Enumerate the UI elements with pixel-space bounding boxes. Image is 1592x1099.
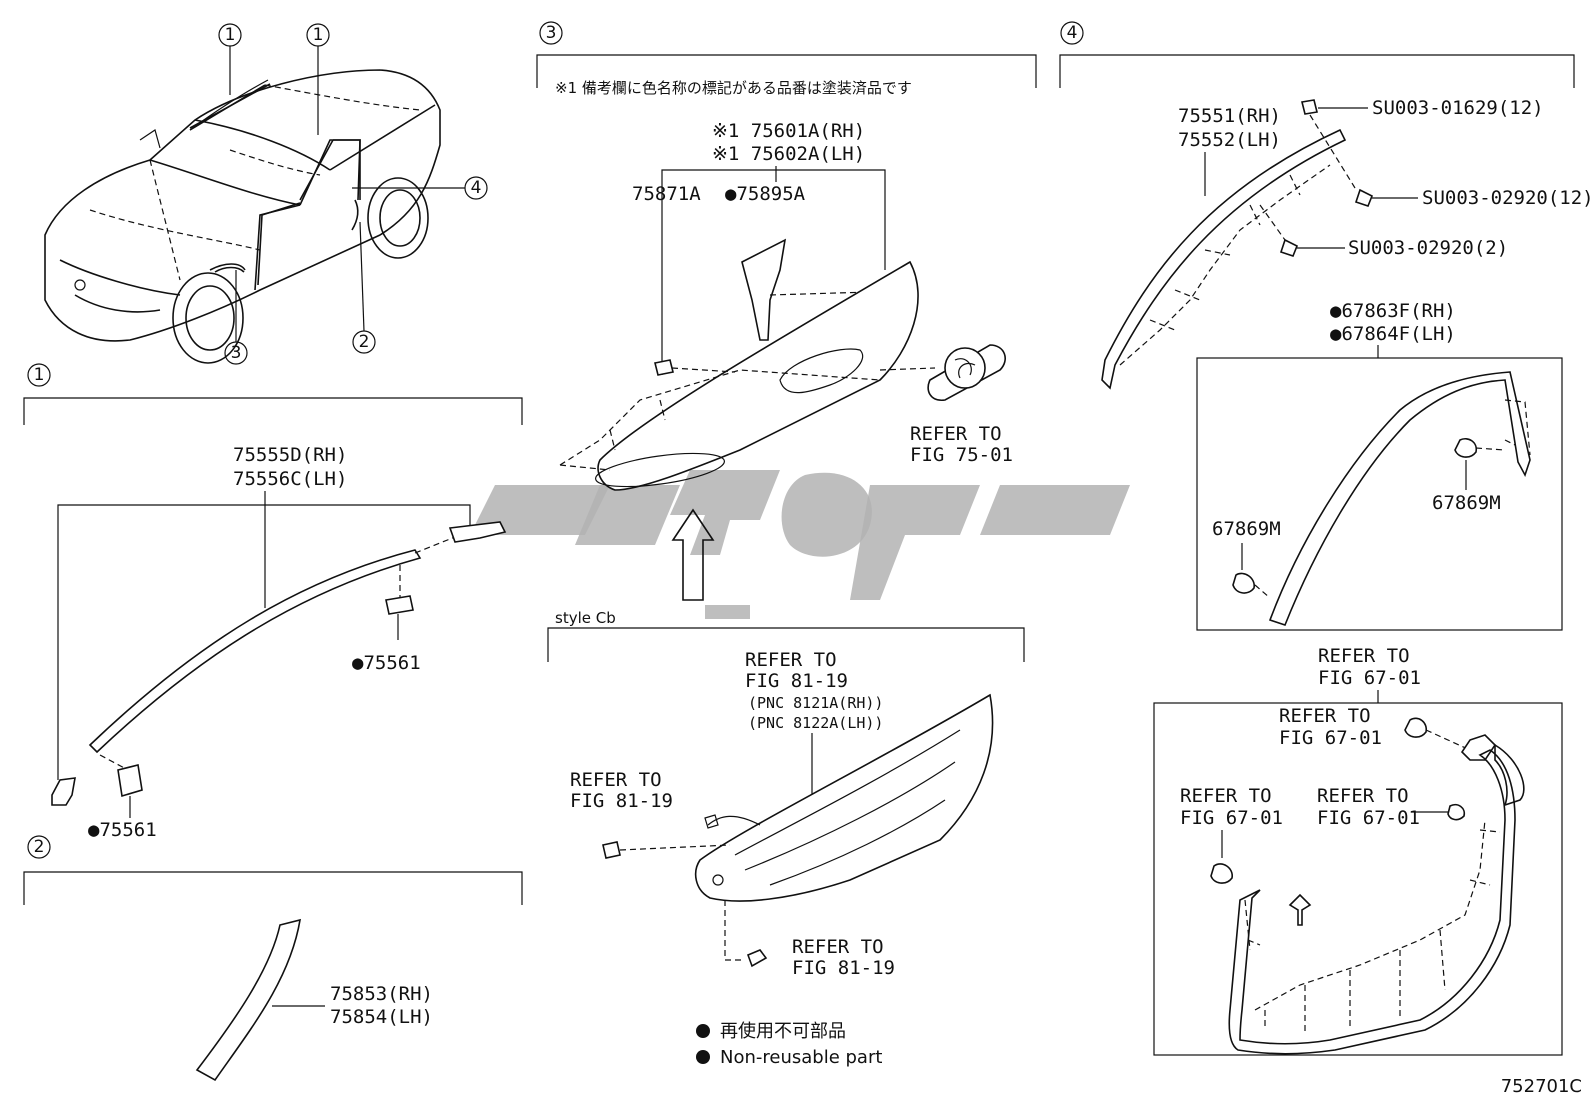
section-3-pnc-rh: (PNC 8121A(RH)) (748, 694, 883, 712)
clip-door-seal-left (1210, 863, 1233, 884)
section-2-part-lh: 75854(LH) (330, 1006, 433, 1028)
callout-4-car: 4 (471, 178, 482, 198)
note-painted-parts: ※1 備考欄に色名称の標記がある品番は塗装済品です (555, 79, 912, 97)
section-3-fender-ornament: 3 ※1 備考欄に色名称の標記がある品番は塗装済品です ※1 75601A(RH… (536, 21, 1037, 979)
section-3-fig-81a: FIG 81-19 (745, 670, 848, 692)
section-2-part-rh: 75853(RH) (330, 983, 433, 1005)
up-arrow (671, 508, 715, 601)
section-1-roof-molding: 1 75555D(RH) 75556C(LH) ●75561 ●75561 (23, 363, 523, 841)
screw-su003-02920-a (1354, 188, 1374, 207)
door-seal-bracket (1460, 734, 1497, 761)
clip-door-seal-center (1288, 893, 1312, 926)
section-4-fig-d: FIG 67-01 (1317, 807, 1420, 829)
section-4-part-lh: 75552(LH) (1178, 129, 1281, 151)
section-4-screw1: SU003-01629(12) (1372, 97, 1544, 119)
clip-75561-bottom (117, 764, 143, 798)
section-3-part-b: ●75895A (725, 183, 806, 205)
section-4-refer-b: REFER TO (1279, 705, 1371, 727)
section-3-part-rh: ※1 75601A(RH) (712, 120, 865, 142)
car-callouts: 1 1 4 3 2 (218, 23, 488, 365)
callout-3-car: 3 (231, 343, 242, 363)
section-3-part-lh: ※1 75602A(LH) (712, 143, 865, 165)
legend-jp: 再使用不可部品 (720, 1021, 846, 1042)
section-4-callout: 4 (1067, 23, 1078, 43)
section-3-callout: 3 (546, 23, 557, 43)
car-overview-drawing (44, 69, 441, 364)
end-piece-part (51, 777, 76, 806)
section-3-pnc-lh: (PNC 8122A(LH)) (748, 714, 883, 732)
section-3-refer-81a: REFER TO (745, 649, 837, 671)
section-4-refer-c: REFER TO (1180, 785, 1272, 807)
clip-67869m-left (1232, 572, 1255, 594)
section-4-refer-d: REFER TO (1317, 785, 1409, 807)
clip-door-seal-right (1447, 803, 1466, 821)
section-4-weather-rh: ●67863F(RH) (1330, 300, 1456, 322)
lamp-screw (746, 949, 768, 968)
section-4-weather-lh: ●67864F(LH) (1330, 323, 1456, 345)
section-4-fig-b: FIG 67-01 (1279, 727, 1382, 749)
section-1-part-lh: 75556C(LH) (233, 468, 347, 490)
clip-75561-top (385, 595, 414, 615)
door-opening-seal (1228, 749, 1516, 1055)
section-3-refer-75: REFER TO (910, 423, 1002, 445)
clip-socket (602, 841, 621, 859)
section-1-callout: 1 (34, 365, 45, 385)
door-weatherstrip (1268, 371, 1531, 626)
section-4-door-parts: 4 75551(RH) 75552(LH) SU003-01629(12) SU… (1059, 21, 1592, 1056)
section-1-part-rh: 75555D(RH) (233, 444, 347, 466)
section-3-fig-81c: FIG 81-19 (792, 957, 895, 979)
clip-door-seal-top (1404, 717, 1428, 738)
callout-1-roof: 1 (225, 25, 236, 45)
watermark-logo (470, 470, 1130, 619)
section-4-fig-a: FIG 67-01 (1318, 667, 1421, 689)
section-1-clip-bottom-label: ●75561 (88, 819, 157, 841)
clip-75871a (654, 359, 674, 376)
ornament-insert-part (741, 238, 787, 341)
screw-su003-02920-b (1279, 238, 1299, 257)
section-4-fig-c: FIG 67-01 (1180, 807, 1283, 829)
clip-67869m-right (1454, 437, 1478, 458)
diagram-code: 752701C (1501, 1076, 1582, 1097)
section-3-part-a: 75871A (632, 183, 701, 205)
side-marker-lamp (694, 693, 994, 902)
legend: 再使用不可部品 Non-reusable part (696, 1021, 882, 1068)
screw-su003-01629 (1301, 99, 1318, 115)
section-4-refer-a: REFER TO (1318, 645, 1410, 667)
section-2-callout: 2 (34, 837, 45, 857)
section-3-fig-81b: FIG 81-19 (570, 790, 673, 812)
section-4-clip-right: 67869M (1432, 492, 1501, 514)
section-4-clip-left: 67869M (1212, 518, 1281, 540)
section-3-refer-81c: REFER TO (792, 936, 884, 958)
door-frame-molding (1101, 128, 1347, 390)
end-cap-part (448, 521, 507, 543)
callout-1-pillar: 1 (313, 25, 324, 45)
section-4-screw2: SU003-02920(12) (1422, 187, 1592, 209)
callout-2-car: 2 (359, 332, 370, 352)
section-4-screw3: SU003-02920(2) (1348, 237, 1508, 259)
style-label: style Cb (555, 609, 616, 627)
weatherstrip-box (1196, 357, 1563, 631)
legend-en: Non-reusable part (720, 1047, 882, 1068)
pillar-molding-part (195, 918, 301, 1082)
section-3-refer-81b: REFER TO (570, 769, 662, 791)
section-3-fig-75: FIG 75-01 (910, 444, 1013, 466)
section-4-part-rh: 75551(RH) (1178, 105, 1281, 127)
section-2-pillar-molding: 2 75853(RH) 75854(LH) (23, 835, 523, 1082)
fender-ornament-body (597, 260, 919, 491)
section-1-clip-top-label: ●75561 (352, 652, 421, 674)
door-seal-box (1153, 702, 1563, 1056)
